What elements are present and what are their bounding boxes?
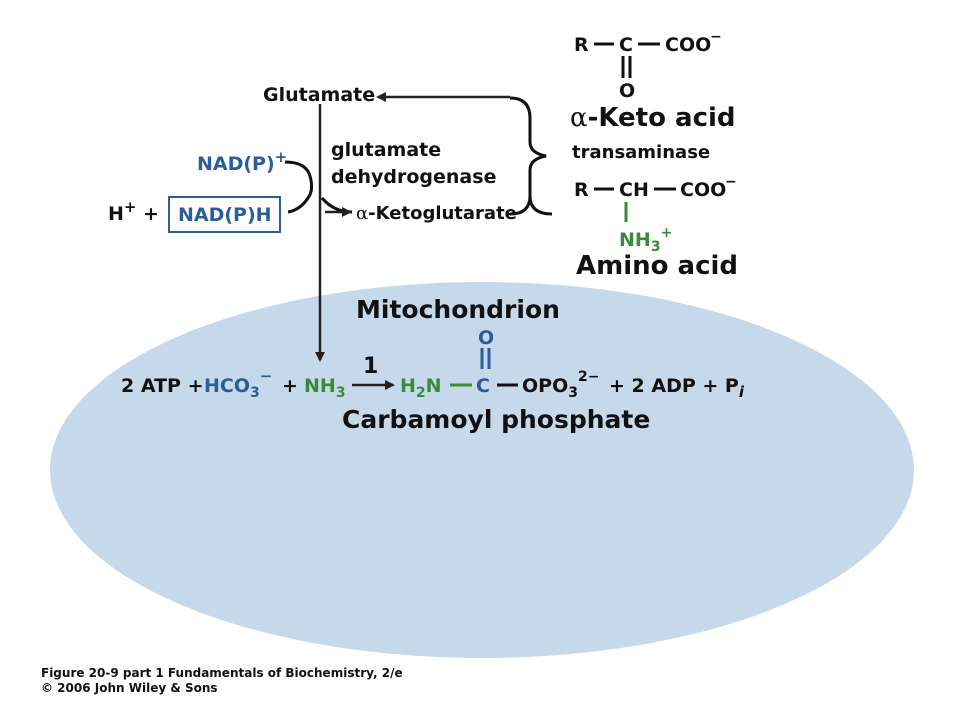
transaminase-label: transaminase xyxy=(572,142,710,163)
enzyme-label-line1: glutamate xyxy=(331,139,441,161)
nadph-box xyxy=(168,196,281,233)
transaminase-bracket xyxy=(509,96,553,216)
nadp-oxidized: NAD(P)+ xyxy=(197,148,287,175)
mitochondrion-title: Mitochondrion xyxy=(356,295,560,324)
product-name: Carbamoyl phosphate xyxy=(342,405,650,434)
mitochondrion-ellipse xyxy=(50,282,914,658)
ketoglutarate-label: α-Ketoglutarate xyxy=(356,203,517,224)
svg-text:COO: COO xyxy=(665,34,711,56)
svg-text:COO: COO xyxy=(680,179,726,201)
amino-acid-label: Amino acid xyxy=(576,251,738,281)
svg-text:R: R xyxy=(574,34,589,56)
products: + 2 ADP + Pi xyxy=(609,375,745,401)
svg-text:CH: CH xyxy=(619,179,649,201)
enzyme-label-line2: dehydrogenase xyxy=(331,166,496,188)
atp-reactant: 2 ATP + xyxy=(121,375,204,397)
bracket-to-ketoglutarate xyxy=(509,195,532,216)
svg-text:C: C xyxy=(619,34,633,56)
plus-sign-2: + xyxy=(282,375,298,397)
amino-acid-structure: R CH COO − NH3+ xyxy=(574,174,737,255)
glutamate-label: Glutamate xyxy=(263,84,375,106)
carbonyl-carbon: C xyxy=(476,375,490,397)
carbonyl-oxygen: O xyxy=(478,327,494,349)
svg-text:−: − xyxy=(725,174,737,190)
svg-text:R: R xyxy=(574,179,589,201)
svg-text:O: O xyxy=(619,80,635,102)
plus-sign: + xyxy=(143,203,159,225)
caption-line2: © 2006 John Wiley & Sons xyxy=(41,681,218,695)
ammonia: NH3 xyxy=(304,375,346,401)
phosphate-group: OPO32− xyxy=(522,369,599,401)
step-number: 1 xyxy=(363,354,378,379)
keto-acid-label: α-Keto acid xyxy=(570,103,736,133)
enzyme-curve xyxy=(284,160,314,214)
svg-text:−: − xyxy=(710,29,722,45)
keto-acid-structure: R C COO − O xyxy=(574,29,722,102)
bicarbonate: HCO3− xyxy=(204,367,272,401)
svg-text:NH3+: NH3+ xyxy=(619,225,672,255)
amine-group: H2N xyxy=(400,375,442,401)
nadph-label: NAD(P)H xyxy=(178,204,272,226)
h-plus: H+ xyxy=(108,198,136,225)
caption-line1: Figure 20-9 part 1 Fundamentals of Bioch… xyxy=(41,666,403,680)
